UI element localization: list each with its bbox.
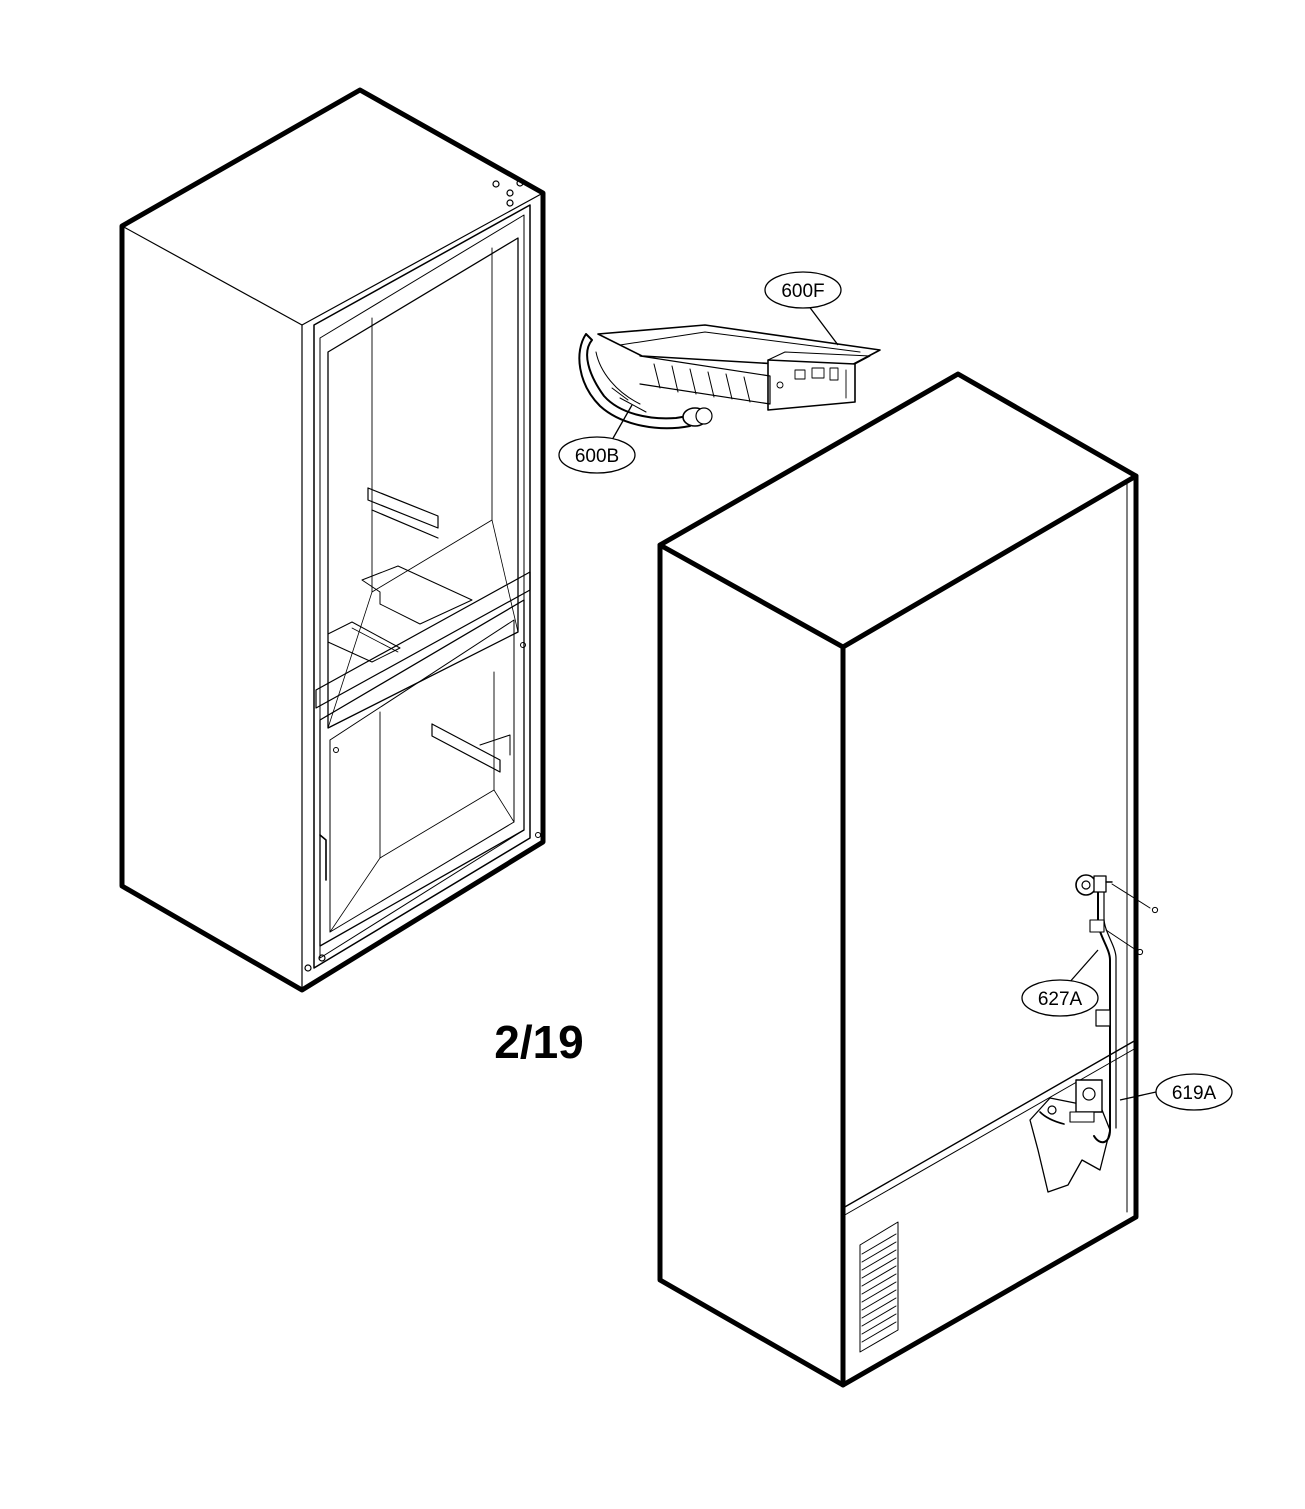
callout-627A: 627A — [1021, 949, 1099, 1017]
callout-600B: 600B — [558, 404, 636, 474]
callout-label-600B: 600B — [575, 446, 619, 467]
callout-label-619A: 619A — [1172, 1083, 1217, 1104]
ice-maker-assembly — [578, 324, 881, 430]
callout-600F: 600F — [764, 271, 842, 346]
refrigerator-cabinet-rear — [657, 371, 1159, 1388]
page-number: 2/19 — [494, 1016, 584, 1068]
callout-619A: 619A — [1119, 1073, 1233, 1111]
callout-label-600F: 600F — [781, 281, 824, 302]
callout-label-627A: 627A — [1038, 989, 1083, 1010]
refrigerator-cabinet-front — [119, 87, 546, 993]
